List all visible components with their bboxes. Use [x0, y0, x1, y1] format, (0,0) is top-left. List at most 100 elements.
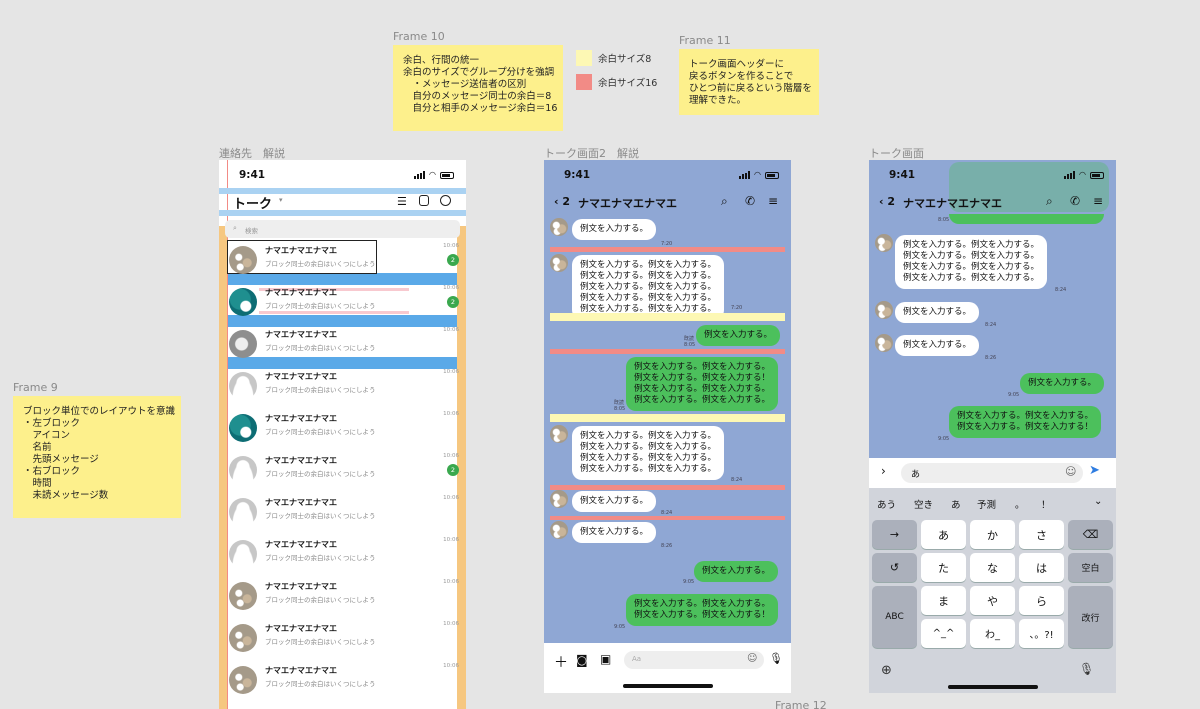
kana-ra-key[interactable]: ら [1019, 586, 1064, 615]
return-key[interactable]: 改行 [1068, 586, 1113, 648]
avatar[interactable] [229, 498, 257, 526]
received-message: 例文を入力する。例文を入力する。 例文を入力する。例文を入力する。 例文を入力す… [895, 235, 1048, 289]
search-input[interactable]: ⌕ 検索 [225, 220, 460, 238]
back-button[interactable]: ‹ 2 [554, 195, 571, 208]
avatar[interactable] [550, 254, 568, 272]
kana-ha-key[interactable]: は [1019, 553, 1064, 582]
menu-icon[interactable]: ≡ [1093, 194, 1104, 208]
legend-label-16: 余白サイズ16 [598, 78, 658, 89]
avatar[interactable] [550, 521, 568, 539]
avatar[interactable] [550, 218, 568, 236]
message-time: 10:06 [443, 369, 459, 375]
space-key[interactable]: 空白 [1068, 553, 1113, 582]
candidate-word[interactable]: あ [951, 500, 961, 511]
open-chat-icon[interactable] [440, 195, 451, 206]
avatar[interactable] [229, 288, 257, 316]
new-chat-icon[interactable] [419, 195, 429, 206]
status-icons: ◠ [739, 171, 779, 179]
candidate-word[interactable]: あう [877, 500, 897, 511]
kana-na-key[interactable]: な [970, 553, 1015, 582]
avatar[interactable] [875, 301, 893, 319]
avatar[interactable] [550, 425, 568, 443]
avatar[interactable] [875, 334, 893, 352]
phone-icon[interactable]: ✆ [1070, 194, 1081, 208]
candidate-word[interactable]: ！ [1041, 500, 1051, 511]
send-icon[interactable]: ➤ [1089, 463, 1100, 478]
abc-key[interactable]: ABC [872, 586, 917, 648]
arrow-key[interactable]: → [872, 520, 917, 549]
message-input[interactable]: Aa ☺ [624, 651, 764, 669]
received-message: 例文を入力する。 [572, 219, 657, 240]
plus-icon[interactable]: ＋ [554, 655, 568, 671]
chevron-down-icon[interactable]: ▾ [279, 196, 283, 204]
search-icon[interactable]: ⌕ [721, 194, 728, 208]
chat-input-bar: › あ ☺ ➤ [869, 458, 1116, 488]
avatar[interactable] [550, 490, 568, 508]
backspace-key[interactable]: ⌫ [1068, 520, 1113, 549]
margin-guide-line [227, 160, 228, 709]
candidate-word[interactable]: 。 [1015, 500, 1025, 511]
avatar[interactable] [229, 372, 257, 400]
avatar[interactable] [229, 456, 257, 484]
undo-key[interactable]: ↺ [872, 553, 917, 582]
avatar[interactable] [229, 540, 257, 568]
timestamp: 8:24 [1055, 287, 1067, 293]
punctuation-key[interactable]: 、。?! [1019, 619, 1064, 648]
contact-name: ナマエナマエナマエ [265, 288, 337, 297]
filter-list-icon[interactable]: ☰ [397, 195, 407, 208]
block-gap-highlight [228, 315, 457, 327]
talk-title[interactable]: トーク [233, 197, 273, 212]
back-button[interactable]: ‹ 2 [879, 195, 896, 208]
image-icon[interactable]: ▣ [600, 652, 612, 666]
menu-icon[interactable]: ≡ [768, 194, 779, 208]
avatar[interactable] [229, 624, 257, 652]
avatar[interactable] [875, 234, 893, 252]
kana-ka-key[interactable]: か [970, 520, 1015, 549]
unread-badge: 2 [447, 296, 459, 308]
avatar[interactable] [229, 246, 257, 274]
kana-a-key[interactable]: あ [921, 520, 966, 549]
emoji-icon[interactable]: ☺ [1065, 465, 1077, 478]
phone-icon[interactable]: ✆ [745, 194, 756, 208]
mic-icon[interactable]: 🎙 [1079, 662, 1095, 676]
candidate-word[interactable]: 空き [914, 500, 934, 511]
kana-ta-key[interactable]: た [921, 553, 966, 582]
gap8-highlight [550, 414, 785, 422]
emoji-icon[interactable]: ☺ [747, 653, 758, 664]
message-input[interactable]: あ ☺ [901, 463, 1083, 483]
last-message: ブロック同士の余白はいくつにしよう [265, 470, 376, 478]
kana-sa-key[interactable]: さ [1019, 520, 1064, 549]
kana-ya-key[interactable]: や [970, 586, 1015, 615]
avatar[interactable] [229, 666, 257, 694]
received-message: 例文を入力する。 [572, 522, 657, 543]
globe-icon[interactable]: ⊕ [881, 663, 892, 678]
search-icon[interactable]: ⌕ [1046, 194, 1053, 208]
note-line: トーク画面ヘッダーに [689, 59, 785, 70]
candidate-word[interactable]: 予測 [977, 500, 997, 511]
avatar[interactable] [229, 414, 257, 442]
candidates-chevron-icon[interactable]: ⌄ [1094, 496, 1103, 507]
contact-name: ナマエナマエナマエ [265, 666, 337, 675]
expand-chevron-icon[interactable]: › [881, 464, 886, 478]
avatar[interactable] [229, 582, 257, 610]
mic-icon[interactable]: 🎙 [769, 652, 783, 665]
kana-wa-key[interactable]: わ_ [970, 619, 1015, 648]
last-message: ブロック同士の余白はいくつにしよう [265, 554, 376, 562]
emoticon-key[interactable]: ^_^ [921, 619, 966, 648]
camera-icon[interactable]: ◙ [576, 653, 588, 667]
kana-ma-key[interactable]: ま [921, 586, 966, 615]
avatar[interactable] [229, 330, 257, 358]
contact-name: ナマエナマエナマエ [265, 330, 337, 339]
timestamp: 9:05 [614, 624, 626, 630]
